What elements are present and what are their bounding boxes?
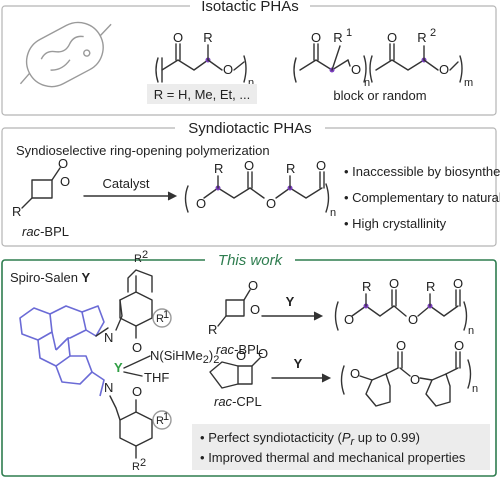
bpl-label: rac-BPL [22,224,69,239]
svg-text:O: O [410,372,420,387]
svg-text:O: O [389,276,399,291]
svg-text:N: N [104,380,113,395]
bacterium-icon [19,21,112,88]
rac-bpl-label: rac-BPL [216,342,263,357]
yttrium-center: Y [114,360,123,375]
svg-text:n: n [330,207,336,219]
copolymer-caption: block or random [333,88,426,103]
svg-text:O: O [454,338,464,353]
svg-text:O: O [223,62,233,77]
svg-text:O: O [453,276,463,291]
svg-text:O: O [408,312,418,327]
svg-text:O: O [351,62,361,77]
r-definition-box [147,84,257,104]
isotactic-panel: Isotactic PHAs O R O n R = H, M [1,0,497,116]
svg-text:O: O [396,338,406,353]
svg-text:O: O [132,340,142,355]
svg-text:R: R [156,415,164,427]
svg-text:O: O [244,158,254,173]
this-work-title: This work [218,252,284,269]
svg-text:Y: Y [286,294,295,309]
isotactic-copolymer: O R 1 O n O R 2 O m block or random [293,27,473,103]
svg-text:O: O [266,196,276,211]
svg-text:O: O [60,174,70,189]
svg-text:R: R [134,253,142,265]
svg-text:O: O [196,196,206,211]
svg-text:N: N [104,330,113,345]
results-box: • Perfect syndiotacticity (Pr up to 0.99… [192,424,490,470]
svg-text:R: R [203,30,212,45]
svg-text:R: R [417,30,426,45]
svg-text:R: R [214,161,223,176]
syndiotactic-title: Syndiotactic PHAs [188,120,311,137]
svg-text:R: R [426,279,435,294]
svg-text:O: O [250,302,260,317]
svg-text:O: O [236,348,246,363]
svg-text:O: O [248,278,258,293]
svg-text:2: 2 [140,457,146,469]
svg-text:O: O [387,30,397,45]
svg-text:O: O [350,366,360,381]
svg-text:O: O [311,30,321,45]
svg-text:R: R [12,204,21,219]
feature-item: • Complementary to natural PHAs [344,190,500,205]
svg-text:O: O [258,346,268,361]
svg-text:2: 2 [430,27,436,39]
feature-item: • High crystallinity [344,216,447,231]
svg-text:1: 1 [346,27,352,39]
r-definition: R = H, Me, Et, ... [154,87,250,102]
reaction-1: O O R rac-BPL Y O R O O R O [208,276,474,357]
svg-text:R: R [208,322,217,337]
svg-text:Y: Y [294,356,303,371]
this-work-panel: This work Spiro-Salen Y N R 2 R 1 [1,249,497,477]
feature-item: • Inaccessible by biosynthesis [344,164,500,179]
arrow-icon [83,191,178,201]
svg-text:2: 2 [142,249,148,261]
svg-text:O: O [173,30,183,45]
svg-text:O: O [132,384,142,399]
syndiotactic-panel: Syndiotactic PHAs Syndioselective ring-o… [1,120,500,247]
spiro-salen-y-structure: N R 2 R 1 O Y N(SiHMe2)2 THF N O [19,249,219,473]
amide-ligand: N(SiHMe2)2 [150,348,219,366]
svg-text:O: O [316,158,326,173]
svg-text:n: n [364,77,370,89]
svg-text:O: O [439,62,449,77]
isotactic-homopolymer: O R O n R = H, Me, Et, ... [147,30,257,104]
syndiotactic-subtitle: Syndioselective ring-opening polymerizat… [16,143,270,158]
svg-text:R: R [362,279,371,294]
rac-cpl-label: rac-CPL [214,394,262,409]
catalyst-name: Spiro-Salen Y [10,270,91,285]
svg-text:n: n [468,325,474,337]
results-background [192,424,490,470]
thf-ligand: THF [144,370,169,385]
syndiotactic-features: • Inaccessible by biosynthesis • Complem… [344,164,500,231]
result-item: • Perfect syndiotacticity (Pr up to 0.99… [200,430,420,448]
result-item: • Improved thermal and mechanical proper… [200,450,466,465]
svg-text:n: n [248,77,254,89]
svg-text:1: 1 [163,411,169,423]
svg-text:m: m [464,77,473,89]
svg-text:R: R [286,161,295,176]
arrow-icon [271,373,332,383]
svg-text:1: 1 [163,309,169,321]
syndiotactic-polymer: O R O O R O n [184,158,336,219]
svg-text:R: R [333,30,342,45]
svg-text:n: n [472,383,478,395]
svg-text:R: R [156,313,164,325]
catalyst-label: Catalyst [103,176,150,191]
svg-text:O: O [344,312,354,327]
svg-text:O: O [58,156,68,171]
isotactic-title: Isotactic PHAs [201,0,299,15]
svg-text:R: R [132,461,140,473]
reaction-2: O O rac-CPL Y O O O O n [209,338,478,409]
arrow-icon [261,311,324,321]
bpl-monomer: O O R rac-BPL [12,156,70,239]
